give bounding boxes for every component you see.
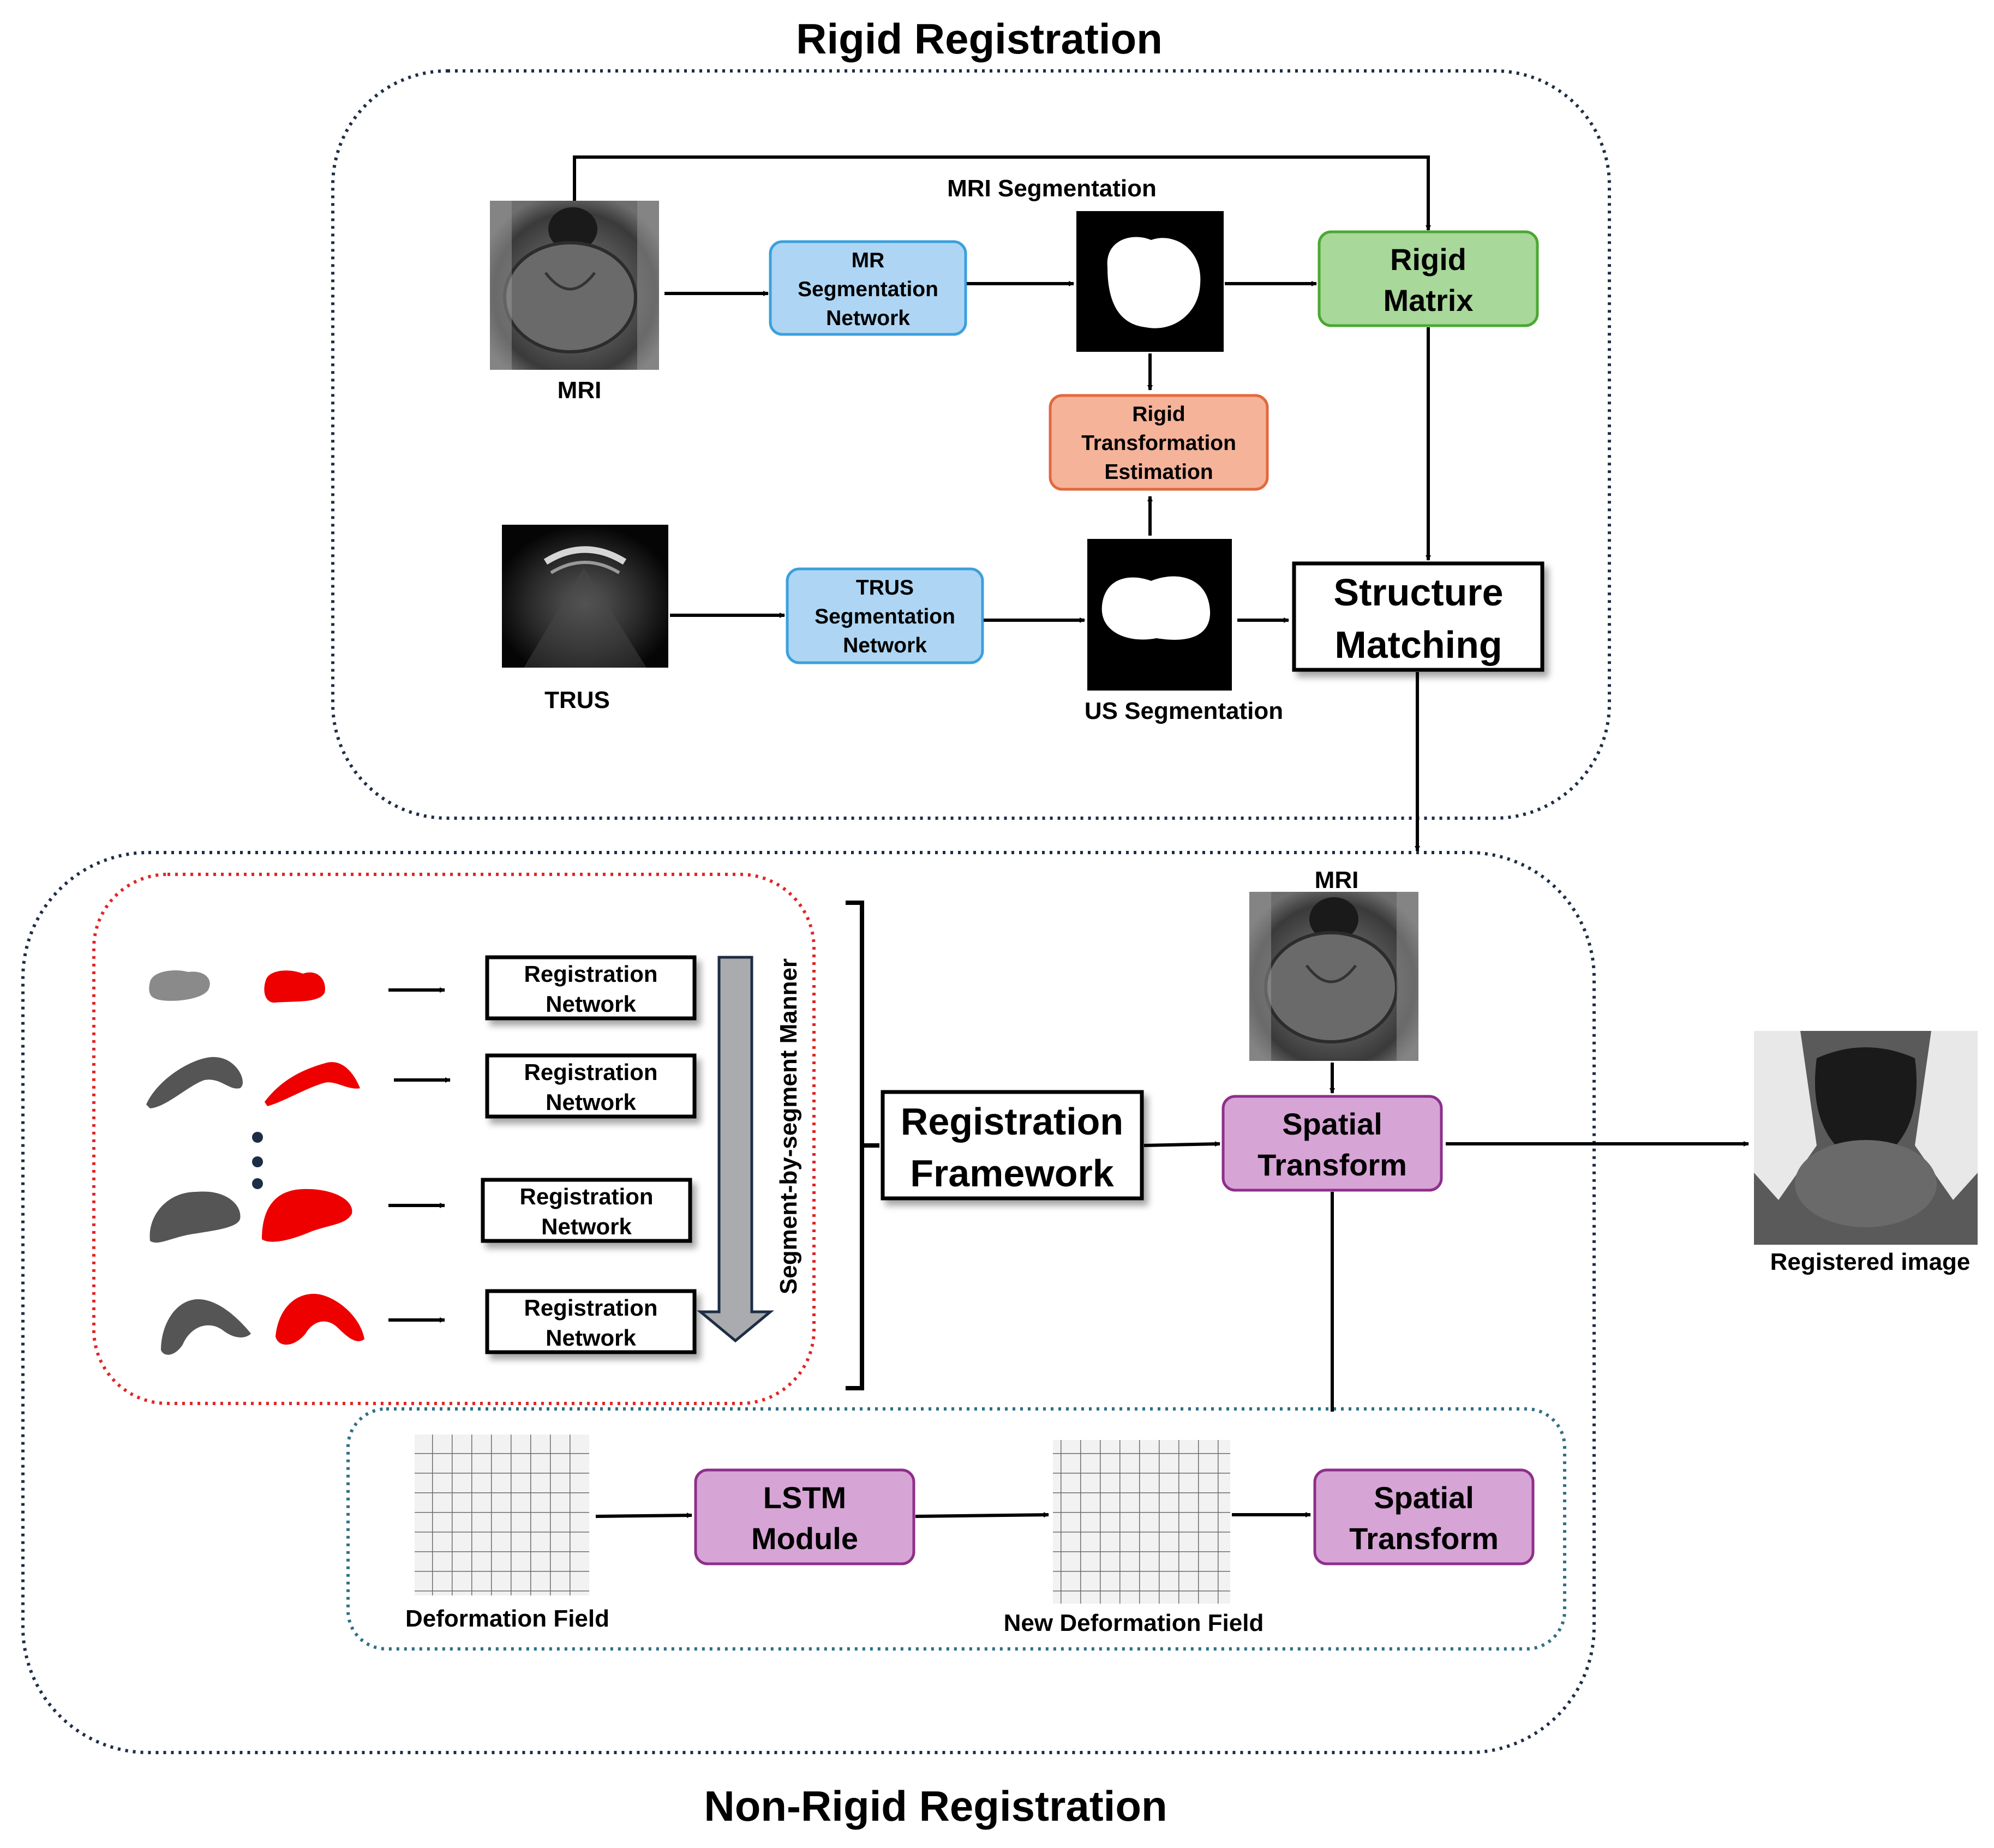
segment-by-segment-label: Segment-by-segment Manner <box>775 958 802 1294</box>
registered-image-label: Registered image <box>1770 1249 1971 1275</box>
svg-text:TRUS: TRUS <box>856 576 914 599</box>
svg-text:Rigid: Rigid <box>1132 403 1185 426</box>
svg-text:Network: Network <box>546 1089 636 1115</box>
svg-text:LSTM: LSTM <box>763 1480 846 1515</box>
mri-segmentation-label: MRI Segmentation <box>947 175 1157 202</box>
svg-text:Network: Network <box>826 307 910 330</box>
svg-text:Rigid: Rigid <box>1390 242 1466 277</box>
svg-text:Network: Network <box>843 634 927 657</box>
svg-text:Spatial: Spatial <box>1282 1107 1382 1141</box>
trus-input-image <box>502 525 668 668</box>
lstm-group <box>346 1407 1566 1651</box>
svg-text:Registration: Registration <box>519 1184 653 1209</box>
svg-text:Estimation: Estimation <box>1104 460 1213 484</box>
segment-arrows <box>388 987 451 1323</box>
trus-segmentation-network: TRUS Segmentation Network <box>786 567 984 664</box>
svg-text:Transformation: Transformation <box>1081 431 1236 455</box>
new-deformation-field-label: New Deformation Field <box>1004 1610 1264 1636</box>
new-deformation-field-image <box>1053 1440 1230 1604</box>
svg-text:Registration: Registration <box>901 1100 1123 1143</box>
segment-group <box>92 873 816 1405</box>
registration-network-3: Registration Network <box>481 1178 692 1243</box>
nonrigid-arrows <box>1143 1063 1749 1412</box>
svg-text:MR: MR <box>852 249 885 272</box>
ellipsis-dot <box>252 1132 263 1143</box>
deformation-field-label: Deformation Field <box>405 1605 609 1632</box>
mri-input-image <box>490 201 659 370</box>
svg-text:Matching: Matching <box>1334 623 1502 666</box>
deformation-field-image <box>415 1435 589 1595</box>
svg-text:Transform: Transform <box>1349 1521 1499 1556</box>
mri-label-2: MRI <box>1315 867 1359 893</box>
non-rigid-registration-title: Non-Rigid Registration <box>704 1782 1167 1830</box>
svg-text:Transform: Transform <box>1258 1148 1407 1182</box>
trus-label: TRUS <box>544 687 610 713</box>
non-rigid-registration-group <box>21 851 1596 1754</box>
svg-text:Network: Network <box>541 1214 632 1239</box>
svg-text:Registration: Registration <box>524 961 657 987</box>
rigid-arrows <box>573 155 1431 851</box>
us-segmentation-label: US Segmentation <box>1085 698 1283 724</box>
us-segmentation-mask <box>1087 539 1232 691</box>
lstm-module: LSTM Module <box>694 1468 915 1565</box>
svg-text:Module: Module <box>751 1521 858 1556</box>
spatial-transform: Spatial Transform <box>1221 1095 1443 1192</box>
registered-image <box>1754 1031 1978 1245</box>
svg-text:Registration: Registration <box>524 1059 657 1085</box>
spatial-transform-2: Spatial Transform <box>1313 1468 1535 1565</box>
svg-text:Spatial: Spatial <box>1374 1480 1474 1515</box>
svg-text:Structure: Structure <box>1333 571 1503 614</box>
registration-framework: Registration Framework <box>881 1090 1144 1201</box>
rigid-registration-title: Rigid Registration <box>796 15 1163 63</box>
rigid-transformation-estimation: Rigid Transformation Estimation <box>1049 394 1269 491</box>
structure-matching: Structure Matching <box>1292 561 1544 672</box>
segment-progress-arrow <box>697 956 774 1343</box>
svg-text:Framework: Framework <box>910 1152 1114 1195</box>
svg-text:Segmentation: Segmentation <box>815 605 955 628</box>
lstm-arrows <box>595 1512 1311 1519</box>
registration-network-4: Registration Network <box>485 1289 697 1354</box>
svg-text:Network: Network <box>546 1325 636 1351</box>
bracket <box>846 901 879 1390</box>
mr-segmentation-network: MR Segmentation Network <box>769 240 967 336</box>
ellipsis-dot <box>252 1156 263 1167</box>
registration-network-2: Registration Network <box>485 1053 697 1119</box>
rigid-matrix: Rigid Matrix <box>1318 230 1539 327</box>
svg-text:Network: Network <box>546 991 636 1017</box>
mri-label: MRI <box>558 377 602 404</box>
svg-text:Registration: Registration <box>524 1295 657 1321</box>
ellipsis-dot <box>252 1178 263 1189</box>
segment-shapes <box>146 970 364 1355</box>
svg-text:Matrix: Matrix <box>1384 283 1474 317</box>
registration-network-1: Registration Network <box>485 955 697 1021</box>
mri-image-2 <box>1249 892 1418 1061</box>
mri-segmentation-mask <box>1076 211 1224 352</box>
svg-text:Segmentation: Segmentation <box>798 278 938 301</box>
